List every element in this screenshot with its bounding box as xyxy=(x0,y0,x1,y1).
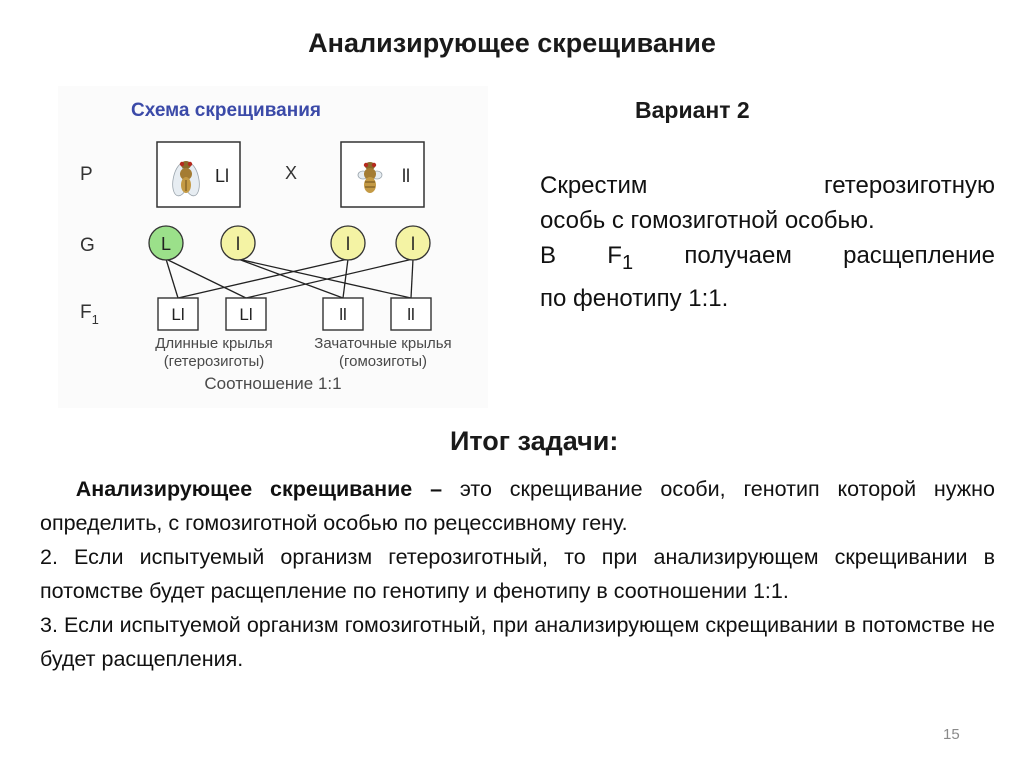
line-l3-offspring3 xyxy=(342,258,349,299)
offspring-genotype-3: ll xyxy=(339,305,347,324)
scheme-title: Схема скрещивания xyxy=(131,100,321,121)
row-label-f1-main: F xyxy=(80,302,92,323)
parent-left-genotype: Ll xyxy=(215,166,229,186)
fruit-fly-long-wings-icon xyxy=(172,161,200,197)
parent-right-box xyxy=(340,141,425,208)
slide-title: Анализирующее скрещивание xyxy=(308,28,716,58)
gamete-label-3: l xyxy=(346,234,350,254)
row-label-f1-sub: 1 xyxy=(92,312,99,327)
fruit-fly-vestigial-wings-icon xyxy=(357,162,383,193)
line-l4-offspring4 xyxy=(410,258,414,299)
variant-line-3: В F1 получаем расщепление xyxy=(540,238,995,281)
line-l3-offspring1 xyxy=(177,258,349,299)
variant-line-2: особь с гомозиготной особью. xyxy=(540,207,875,234)
caption-long-wings: Длинные крылья xyxy=(155,335,273,352)
variant-label: Вариант 2 xyxy=(635,97,750,123)
cross-lines xyxy=(165,258,414,299)
variant-description: Скрестим гетерозиготную особь с гомозиго… xyxy=(540,168,995,316)
variant-line-3-suffix: получаем расщепление xyxy=(633,242,995,269)
gamete-label-1: L xyxy=(161,234,171,254)
row-label-g: G xyxy=(80,235,95,256)
summary-definition-text: это скрещивание особи, генотип которой н… xyxy=(40,477,996,535)
line-L-offspring2 xyxy=(165,258,247,299)
offspring-genotype-2: Ll xyxy=(239,305,252,324)
offspring-box xyxy=(225,297,267,331)
gamete-recessive xyxy=(330,225,366,261)
offspring-box xyxy=(322,297,364,331)
row-label-p: P xyxy=(80,164,93,185)
variant-line-1-left: Скрестим xyxy=(540,172,648,199)
summary-body: Анализирующее скрещивание – это скрещива… xyxy=(40,472,995,676)
offspring-genotype-4: ll xyxy=(407,305,415,324)
summary-definition: Анализирующее скрещивание – это скрещива… xyxy=(40,472,995,540)
gamete-dominant xyxy=(148,225,184,261)
variant-line-1: Скрестим гетерозиготную xyxy=(540,168,995,203)
page-number: 15 xyxy=(943,726,960,743)
crossing-scheme: Схема скрещивания P G F1 Ll X xyxy=(58,86,488,408)
summary-title: Итог задачи: xyxy=(450,426,619,456)
gamete-label-4: l xyxy=(411,234,415,254)
offspring-genotype-1: Ll xyxy=(171,305,184,324)
caption-vestigial-wings: Зачаточные крылья xyxy=(314,335,451,352)
gamete-recessive xyxy=(220,225,256,261)
gamete-recessive xyxy=(395,225,431,261)
cross-sign: X xyxy=(285,163,297,183)
crossing-scheme-svg: Схема скрещивания P G F1 Ll X xyxy=(58,86,488,408)
line-l-offspring3 xyxy=(237,258,344,299)
offspring-box xyxy=(390,297,432,331)
variant-line-3-prefix: В F xyxy=(540,242,622,269)
line-l4-offspring2 xyxy=(245,258,414,299)
summary-point-3: 3. Если испытуемой организм гомозиготный… xyxy=(40,613,995,671)
offspring-box xyxy=(157,297,199,331)
variant-line-4: по фенотипу 1:1. xyxy=(540,284,729,312)
caption-homozygotes: (гомозиготы) xyxy=(339,353,427,370)
parent-left-box xyxy=(156,141,241,208)
ratio-caption: Соотношение 1:1 xyxy=(204,374,341,393)
caption-heterozygotes: (гетерозиготы) xyxy=(164,353,265,370)
summary-term: Анализирующее скрещивание – xyxy=(75,477,443,501)
line-l-offspring4 xyxy=(237,258,412,299)
line-L-offspring1 xyxy=(165,258,179,299)
summary-point-2: 2. Если испытуемый организм гетерозиготн… xyxy=(40,545,995,603)
parent-right-genotype: ll xyxy=(402,166,410,186)
gamete-label-2: l xyxy=(236,234,240,254)
variant-line-1-right: гетерозиготную xyxy=(824,172,995,199)
variant-line-3-sub: 1 xyxy=(621,251,634,274)
row-label-f1: F1 xyxy=(80,302,99,327)
